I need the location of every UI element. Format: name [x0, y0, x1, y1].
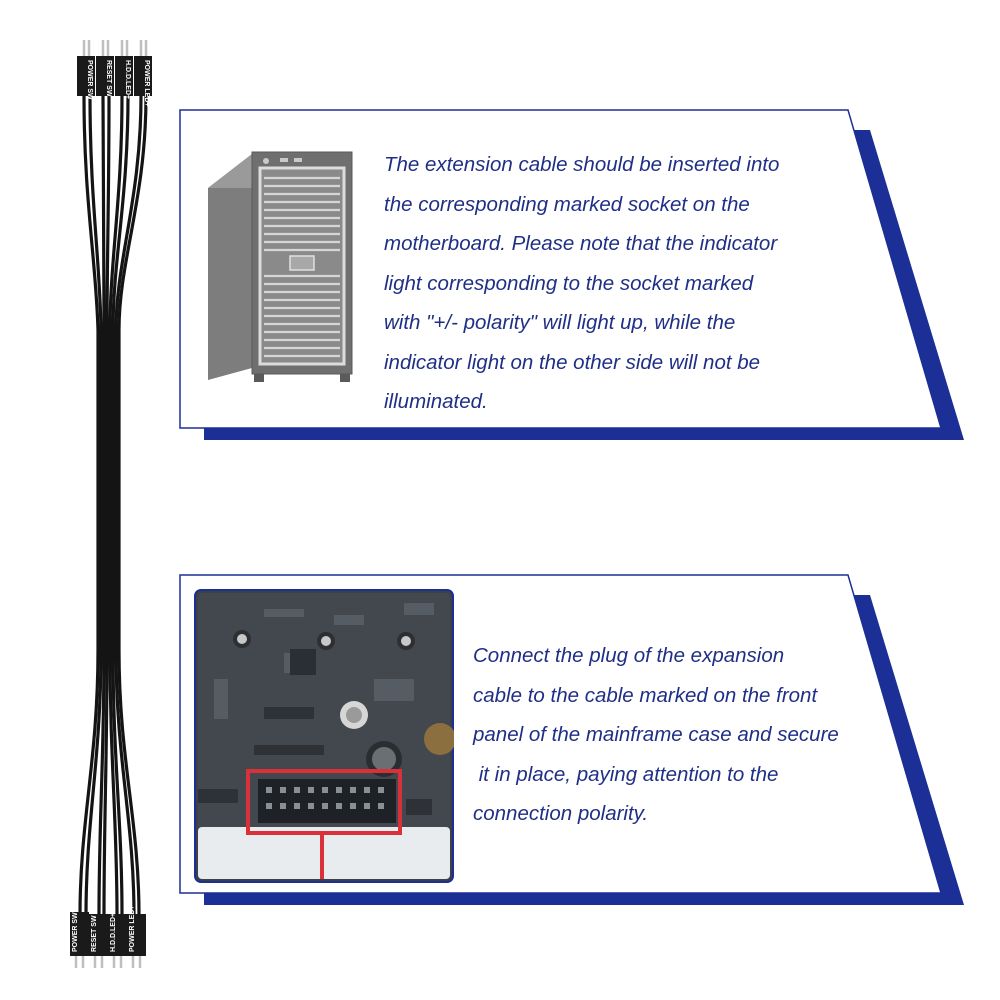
top-connector-label-power-sw: POWER SW [86, 60, 93, 100]
motherboard-closeup-image [194, 589, 454, 883]
bottom-connectors [70, 912, 146, 956]
panel-top-line: motherboard. Please note that the indica… [384, 232, 778, 255]
bottom-connector-label-power-sw: POWER SW [72, 912, 79, 952]
bottom-connector-label-hdd-led: H.D.D.LED+ [110, 913, 117, 952]
bottom-connector-label-reset-sw: RESET SW [91, 915, 98, 952]
panel-top-line: light corresponding to the socket marked [384, 271, 754, 295]
panel-top-text: The extension cable should be inserted i… [384, 145, 779, 422]
top-connector-label-power-led: POWER LED+ [143, 60, 150, 106]
panel-bottom-line: panel of the mainframe case and secure [473, 723, 839, 746]
panel-top-line: indicator light on the other side will n… [384, 350, 761, 374]
panel-top-line: illuminated. [384, 390, 488, 413]
panel-bottom-line: cable to the cable marked on the front [473, 683, 818, 707]
top-connector-label-reset-sw: RESET SW [105, 60, 112, 97]
panel-top-line: The extension cable should be inserted i… [384, 153, 780, 176]
panel-bottom-line: it in place, paying attention to the [473, 762, 779, 786]
info-panel-bottom: Connect the plug of the expansion cable … [178, 573, 968, 908]
top-pins [82, 40, 148, 56]
panel-frame-top [179, 109, 964, 440]
top-connectors [77, 56, 152, 96]
panel-bottom-text: Connect the plug of the expansion cable … [473, 636, 839, 834]
cable-wires [78, 95, 148, 916]
bottom-pins [74, 956, 142, 968]
panel-bottom-line: Connect the plug of the expansion [473, 644, 785, 667]
panel-top-line: the corresponding marked socket on the [384, 192, 750, 216]
pc-tower-case-image [208, 151, 353, 382]
panel-bottom-line: connection polarity. [473, 802, 649, 825]
panel-top-line: with "+/- polarity" will light up, while… [384, 311, 736, 334]
top-connector-label-hdd-led: H.D.D.LED+ [124, 60, 131, 99]
info-panel-top: The extension cable should be inserted i… [178, 108, 968, 443]
bottom-connector-label-power-led: POWER LED+ [129, 906, 136, 952]
